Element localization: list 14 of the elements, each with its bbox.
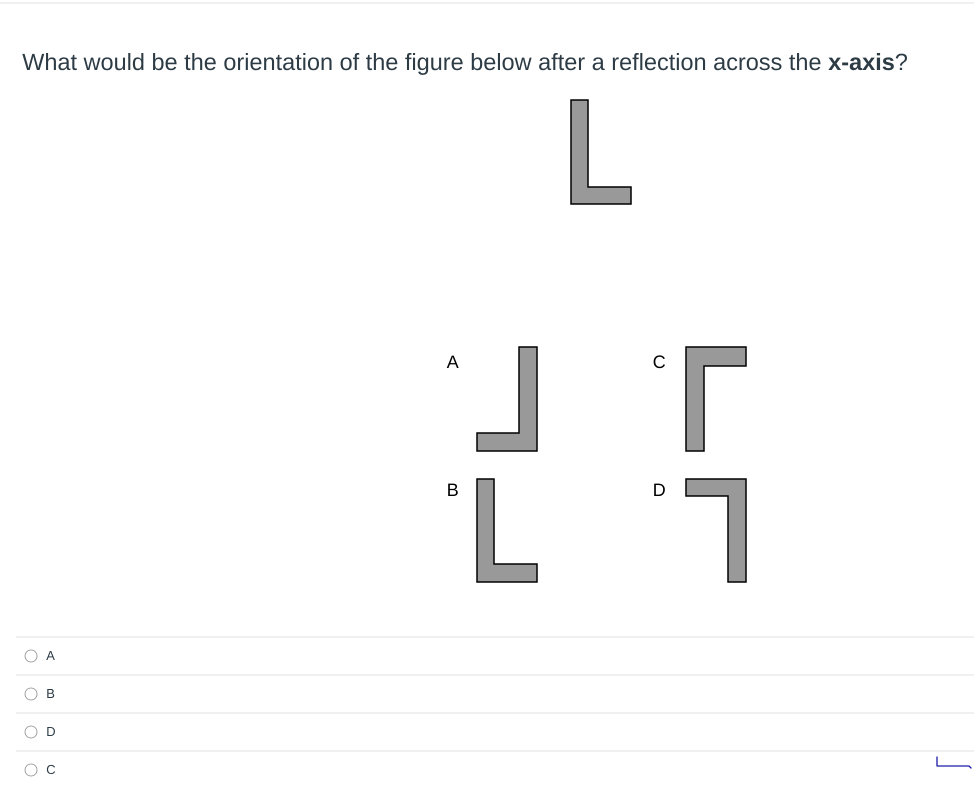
- l-shape: [476, 346, 538, 452]
- option-label: B: [47, 689, 54, 698]
- choice-letter: C: [654, 355, 666, 368]
- l-shape: [685, 478, 747, 583]
- question-text: What would be the orientation of the figure below after a reflection across the x-axis?: [22, 52, 908, 75]
- choice-letter: A: [446, 356, 459, 368]
- l-shape: [685, 346, 747, 452]
- l-shape: [570, 99, 632, 205]
- option-label: C: [46, 764, 56, 774]
- choice-letter: B: [448, 484, 458, 496]
- choice-letter: D: [654, 484, 665, 496]
- l-shape: [476, 478, 538, 583]
- option-label: D: [47, 727, 55, 736]
- option-label: A: [46, 651, 55, 660]
